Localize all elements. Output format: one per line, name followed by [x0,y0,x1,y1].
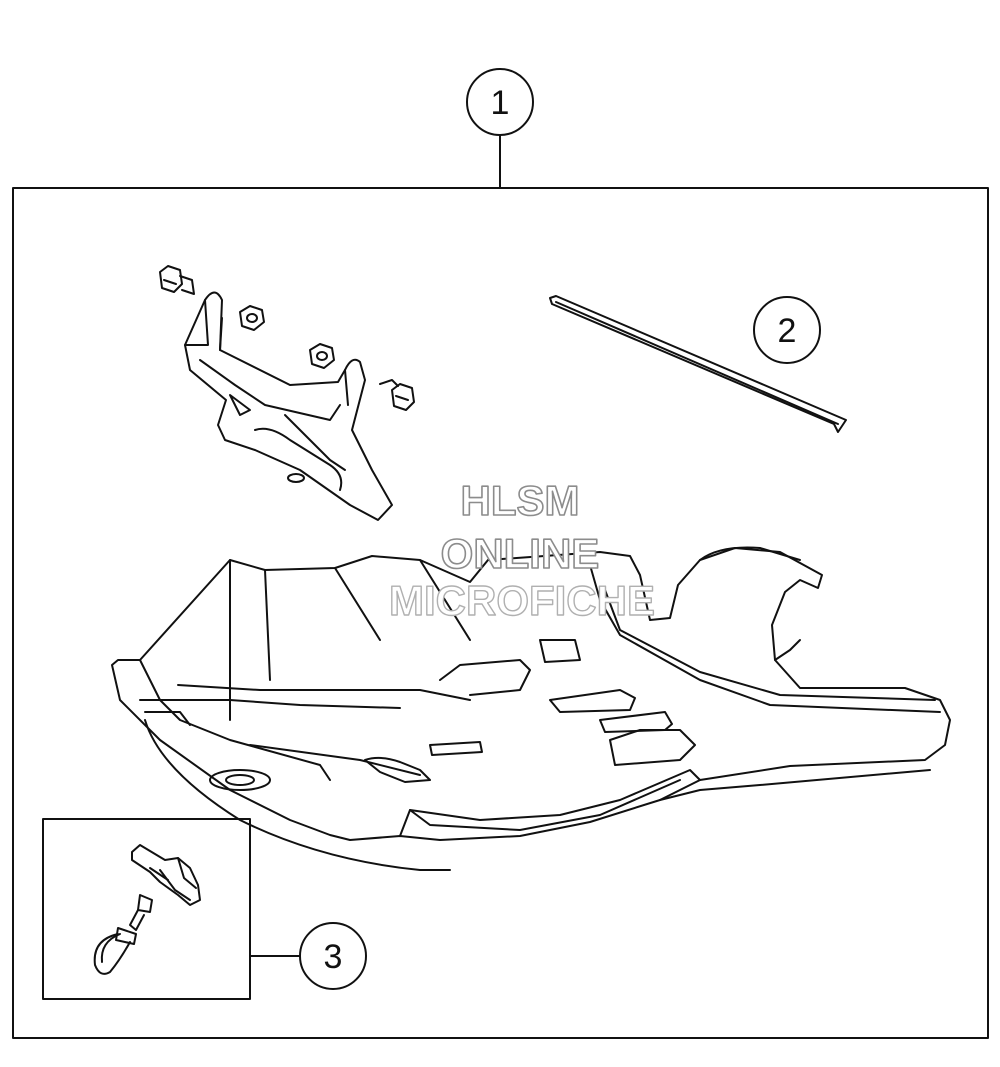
callout-1-circle [466,68,534,136]
watermark: HLSM ONLINE MICROFICHE [388,476,655,625]
callout-2-label: 2 [778,312,797,350]
watermark-line-1: HLSM [461,477,580,524]
bolt-left [159,265,195,295]
nut-lower [309,343,335,369]
callout-3-circle [299,922,367,990]
callout-1[interactable]: 1 [12,68,989,1039]
callout-2-circle [753,296,821,364]
callout-3-label: 3 [324,938,343,976]
callout-3[interactable]: 3 [42,818,367,1000]
quick-release-pin [93,894,153,975]
skid-plate [111,546,951,871]
quick-release-clip [131,844,201,906]
mounting-bracket [184,291,393,521]
callout-2[interactable]: 2 [753,296,821,364]
rubber-strip [549,295,847,433]
fastener-kit-frame [42,818,251,1000]
watermark-line-3: MICROFICHE [389,577,655,624]
bolt-right [379,379,415,411]
nut-upper [239,305,265,331]
watermark-line-2: ONLINE [441,530,600,577]
callout-1-label: 1 [491,84,510,122]
